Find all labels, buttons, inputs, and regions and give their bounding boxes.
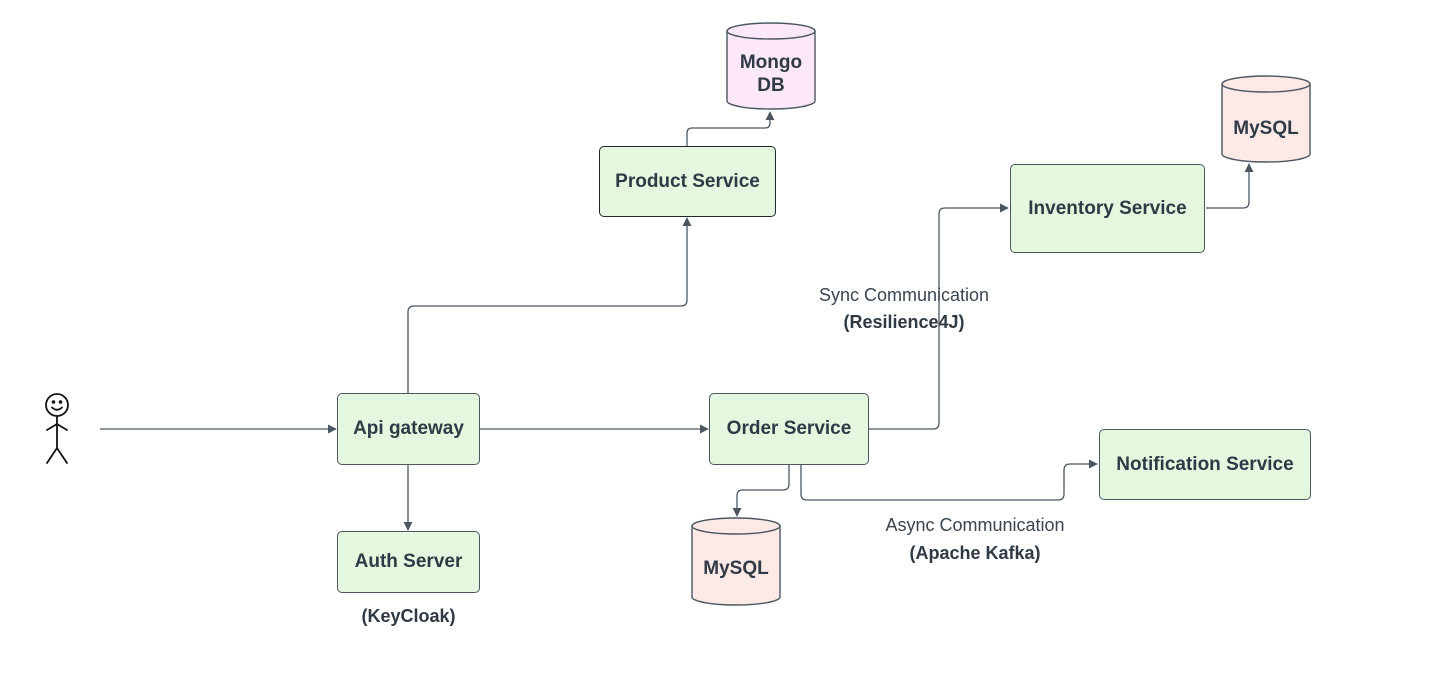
mysql-inventory-label: MySQL (1233, 117, 1299, 139)
mongodb-label: Mongo DB (739, 52, 803, 96)
connector-product-to-mongodb (686, 111, 775, 146)
apache-kafka-label: (Apache Kafka) (909, 543, 1041, 563)
mysql-inventory-cylinder (1221, 75, 1311, 163)
api-gateway-box[interactable]: Api gateway (337, 393, 480, 465)
user-actor-icon (45, 393, 69, 464)
async-communication-label: Async Communication (885, 515, 1065, 535)
connector-gateway-to-product (407, 217, 692, 393)
sync-communication-label: Sync Communication (818, 285, 990, 305)
keycloak-label: (KeyCloak) (361, 606, 456, 626)
connector-inventory-to-mysql (1206, 163, 1254, 209)
connector-order-to-mysql (732, 465, 790, 517)
connector-order-to-notification (800, 459, 1098, 501)
mysql-order-label: MySQL (703, 557, 769, 579)
mongodb-cylinder (726, 22, 816, 110)
notification-service-box[interactable]: Notification Service (1099, 429, 1311, 500)
inventory-service-box[interactable]: Inventory Service (1010, 164, 1205, 253)
mysql-order-cylinder (691, 517, 781, 606)
order-service-box[interactable]: Order Service (709, 393, 869, 465)
resilience4j-label: (Resilience4J) (843, 312, 965, 332)
product-service-box[interactable]: Product Service (599, 146, 776, 217)
auth-server-box[interactable]: Auth Server (337, 531, 480, 593)
connector-order-to-inventory (869, 203, 1009, 430)
